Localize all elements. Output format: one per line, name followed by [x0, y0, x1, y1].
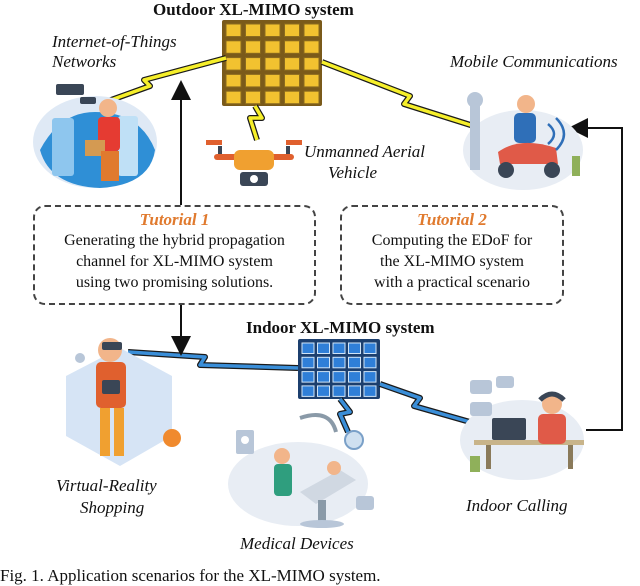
arrow-calling-to-mobile — [568, 118, 623, 431]
indoor-antenna-element — [348, 356, 361, 369]
indoor-link-calling — [379, 381, 471, 425]
uav-drone-icon — [206, 140, 302, 186]
indoor-system-title: Indoor XL-MIMO system — [246, 318, 435, 337]
uav-label-line1: Unmanned Aerial — [304, 142, 426, 161]
tutorial2-line1: Computing the EDoF for — [371, 232, 533, 249]
outdoor-antenna-element — [245, 73, 261, 88]
iot-label-line1: Internet-of-Things — [52, 32, 177, 51]
outdoor-antenna-element — [245, 23, 261, 37]
indoor-antenna-element — [332, 385, 346, 397]
outdoor-antenna-element — [284, 40, 300, 54]
vr-label-line2: Shopping — [80, 498, 145, 517]
tutorial2-line2: the XL-MIMO system — [380, 253, 524, 270]
indoor-antenna-element — [317, 342, 330, 354]
indoor-antenna-element — [332, 356, 346, 369]
outdoor-antenna-element — [303, 73, 320, 88]
outdoor-system-title: Outdoor XL-MIMO system — [153, 0, 354, 19]
outdoor-antenna-element — [264, 57, 281, 71]
outdoor-antenna-element — [264, 73, 281, 88]
vr-shopping-icon — [66, 338, 181, 466]
outdoor-antenna-element — [303, 57, 320, 71]
outdoor-antenna-element — [245, 57, 261, 71]
tutorial2-line3: with a practical scenario — [374, 274, 530, 291]
indoor-antenna-element — [301, 342, 315, 354]
mobile-scooter-icon — [463, 92, 583, 190]
indoor-antenna-element — [348, 342, 361, 354]
outdoor-antenna-element — [284, 57, 300, 71]
indoor-antenna-element — [317, 385, 330, 397]
indoor-antenna-element — [317, 371, 330, 383]
outdoor-antenna-element — [225, 23, 242, 37]
tutorial2-title: Tutorial 2 — [417, 210, 487, 229]
tutorial1-title: Tutorial 1 — [139, 210, 210, 229]
indoor-antenna-element — [332, 342, 346, 354]
outdoor-antenna-element — [245, 90, 261, 105]
outdoor-antenna-element — [303, 90, 320, 105]
indoor-antenna-array-icon — [298, 339, 380, 399]
indoor-calling-icon — [460, 376, 584, 480]
outdoor-antenna-element — [303, 40, 320, 54]
iot-scene-icon — [33, 84, 157, 188]
outdoor-link-uav — [247, 104, 265, 141]
outdoor-antenna-array-icon — [222, 20, 322, 106]
tutorial2-box: Tutorial 2 Computing the EDoF for the XL… — [340, 205, 564, 305]
indoor-link-vr — [127, 349, 299, 371]
indoor-antenna-element — [363, 356, 377, 369]
medical-devices-label: Medical Devices — [240, 534, 354, 553]
outdoor-antenna-element — [264, 23, 281, 37]
indoor-antenna-element — [301, 385, 315, 397]
outdoor-antenna-element — [225, 73, 242, 88]
medical-devices-icon — [228, 413, 374, 528]
indoor-antenna-element — [363, 385, 377, 397]
outdoor-antenna-element — [284, 23, 300, 37]
outdoor-antenna-element — [225, 40, 242, 54]
indoor-antenna-element — [363, 342, 377, 354]
outdoor-antenna-element — [264, 90, 281, 105]
outdoor-antenna-element — [284, 73, 300, 88]
indoor-calling-label: Indoor Calling — [466, 496, 568, 515]
uav-label-line2: Vehicle — [328, 163, 378, 182]
indoor-link-medical — [337, 397, 353, 434]
tutorial1-line2: channel for XL-MIMO system — [76, 253, 273, 270]
figure-caption: Fig. 1. Application scenarios for the XL… — [0, 566, 381, 585]
indoor-antenna-element — [317, 356, 330, 369]
mobile-communications-label: Mobile Communications — [450, 52, 618, 71]
indoor-antenna-element — [348, 371, 361, 383]
outdoor-antenna-element — [303, 23, 320, 37]
indoor-antenna-element — [363, 371, 377, 383]
tutorial1-line3: using two promising solutions. — [75, 274, 274, 291]
vr-label-line1: Virtual-Reality — [56, 476, 157, 495]
iot-label-line2: Networks — [52, 52, 117, 71]
outdoor-antenna-element — [225, 57, 242, 71]
outdoor-antenna-element — [245, 40, 261, 54]
indoor-antenna-element — [301, 371, 315, 383]
outdoor-antenna-element — [225, 90, 242, 105]
outdoor-link-iot — [98, 55, 227, 107]
indoor-antenna-element — [332, 371, 346, 383]
outdoor-antenna-element — [264, 40, 281, 54]
indoor-antenna-element — [301, 356, 315, 369]
outdoor-link-mobile — [320, 59, 481, 131]
tutorial1-line1: Generating the hybrid propagation — [64, 232, 285, 249]
outdoor-antenna-element — [284, 90, 300, 105]
tutorial1-box: Tutorial 1 Generating the hybrid propaga… — [33, 205, 316, 305]
indoor-antenna-element — [348, 385, 361, 397]
